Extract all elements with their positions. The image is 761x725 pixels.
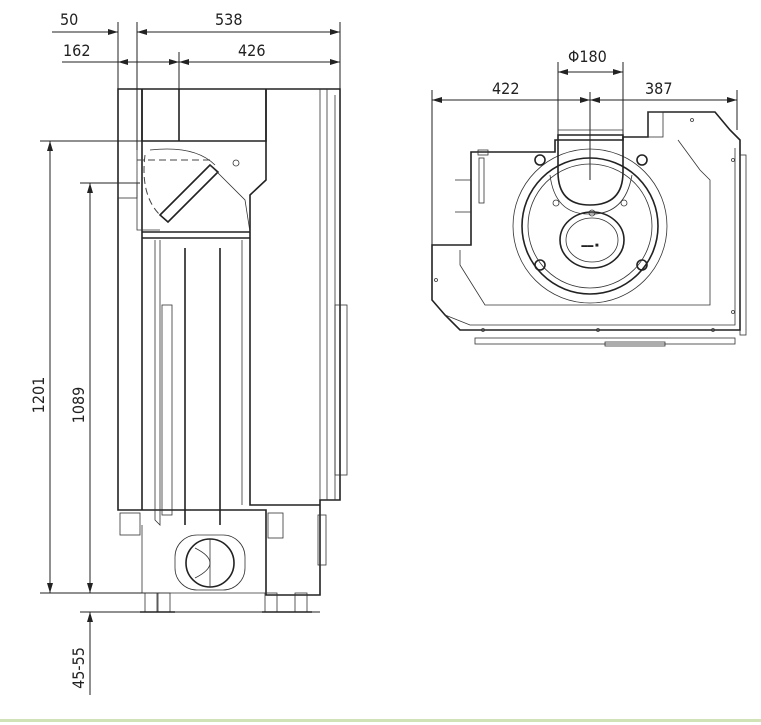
dim-flue-diameter: Φ180 — [568, 47, 607, 66]
side-body — [117, 88, 348, 613]
dim-1201: 1201 — [29, 377, 48, 414]
dim-538: 538 — [215, 10, 242, 29]
footer-band — [0, 719, 761, 722]
dim-45-55: 45-55 — [69, 647, 88, 689]
top-dimension-lines — [431, 62, 738, 250]
dim-387: 387 — [645, 79, 672, 98]
dim-426: 426 — [238, 41, 265, 60]
adjustable-feet — [140, 592, 312, 613]
dim-1089: 1089 — [69, 387, 88, 424]
side-view: 50 538 162 426 1201 1089 45-55 — [29, 10, 348, 695]
dim-162: 162 — [63, 41, 90, 60]
dim-50: 50 — [60, 10, 78, 29]
brand-plate-icon: ▬▬ ■ — [581, 243, 599, 249]
top-view: Φ180 422 387 ▬▬ ■ — [431, 47, 747, 347]
top-body: ▬▬ ■ — [431, 111, 747, 347]
dim-422: 422 — [492, 79, 519, 98]
screw-holes — [434, 118, 735, 332]
mounting-bolts — [534, 154, 648, 271]
